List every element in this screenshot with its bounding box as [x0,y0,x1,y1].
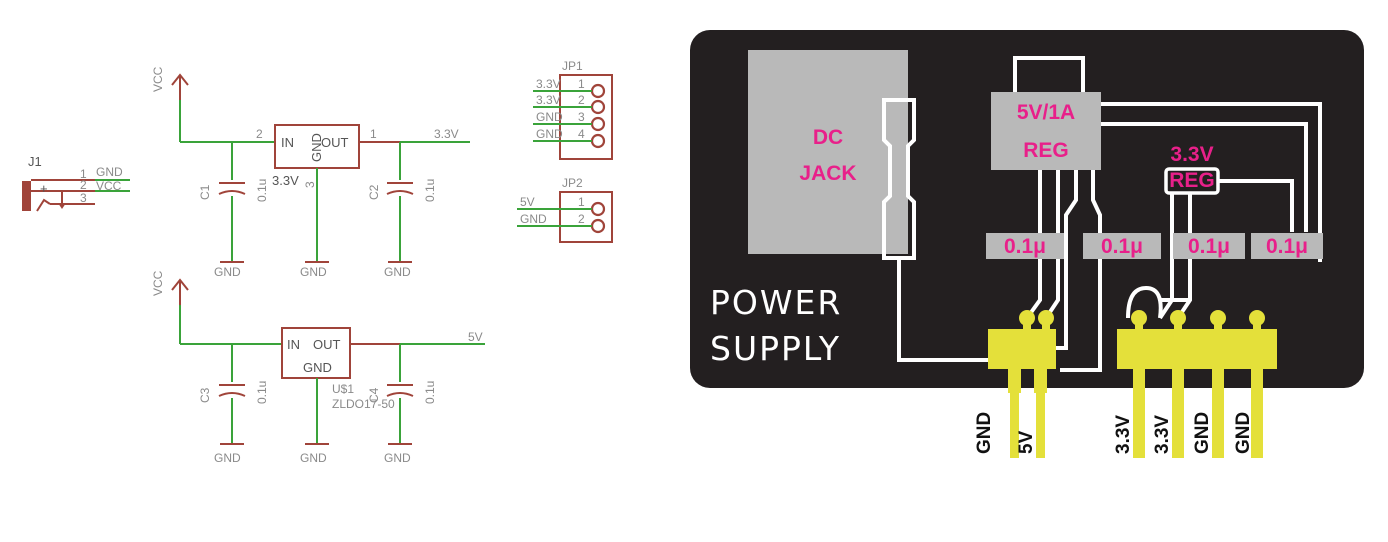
cap-4 [1251,233,1323,259]
c2-value: 0.1u [423,179,437,202]
reg5v-body [991,92,1101,170]
dc-jack [748,50,908,254]
jp1-pin-4: 4 [578,127,585,141]
j1-ref: J1 [28,154,42,169]
reg2-part: ZLDO17-50 [332,397,395,411]
jp1-pin-2: 2 [578,93,585,107]
reg1-pin-in: 2 [256,127,263,141]
cap-3 [1173,233,1245,259]
j1-net-vcc: VCC [96,179,122,193]
j1-body [22,181,31,211]
board-title-1: POWER [710,283,842,322]
jp1-pin-1: 1 [578,77,585,91]
jp2-pin-2: 2 [578,212,585,226]
jp2-body [559,191,613,243]
cap-4-label: 0.1μ [1266,235,1308,258]
gnd-symbol-1: GND [214,265,241,279]
pin-label-5v: 5V [1016,430,1037,454]
gnd-symbol-5: GND [300,451,327,465]
jp2-pin-1: 1 [578,195,585,209]
cap-1-label: 0.1μ [1004,235,1046,258]
jp1-net-2: 3.3V [536,93,561,107]
schematic: J1 + 1 2 3 GND VCC VCC 2 IN OUT GND 3.3V… [22,59,613,465]
jp1-net-4: GND [536,127,563,141]
reg1-pin-out: 1 [370,127,377,141]
c1-value: 0.1u [255,179,269,202]
reg5v-label-1: 5V/1A [1017,101,1075,124]
j1-pin2: 2 [80,178,87,192]
reg1-out: OUT [321,135,349,150]
cap-2 [1083,233,1161,259]
vcc-top-label: VCC [151,66,165,92]
pcb-board: DC JACK 5V/1A REG 3.3V REG 0.1μ 0.1μ 0.1… [690,30,1364,458]
c3-value: 0.1u [255,381,269,404]
jp1-ref: JP1 [562,59,583,73]
pin-label-gnd-2: GND [1192,412,1213,454]
j1-pin3: 3 [80,191,87,205]
c2-ref: C2 [367,184,381,200]
j1-net-gnd: GND [96,165,123,179]
dc-jack-label-2: JACK [799,162,856,185]
reg1-in: IN [281,135,294,150]
reg1-value: 3.3V [272,173,299,188]
pin-label-gnd-3: GND [1233,412,1254,454]
reg33-label-2: REG [1169,169,1215,192]
jp2-net-2: GND [520,212,547,226]
jp1-net-1: 3.3V [536,77,561,91]
c4-value: 0.1u [423,381,437,404]
cap-1 [986,233,1064,259]
jp2-net-1: 5V [520,195,535,209]
reg2-gnd: GND [303,360,332,375]
reg33-label-1: 3.3V [1170,143,1213,166]
reg2-out: OUT [313,337,341,352]
cap-3-label: 0.1μ [1188,235,1230,258]
header-2pin [988,310,1056,458]
gnd-symbol-2: GND [300,265,327,279]
net-3v3: 3.3V [434,127,459,141]
jp1-body [559,74,613,160]
dc-jack-label-1: DC [813,126,843,149]
gnd-symbol-6: GND [384,451,411,465]
pin-label-3v3-1: 3.3V [1113,415,1134,454]
reg2-in: IN [287,337,300,352]
jp1-net-3: GND [536,110,563,124]
c4-ref: C4 [367,387,381,403]
c3-ref: C3 [198,387,212,403]
cap-2-label: 0.1μ [1101,235,1143,258]
reg1-pin-gnd: 3 [303,181,317,188]
j1-plus: + [40,181,48,196]
vcc-bottom-label: VCC [151,270,165,296]
reg1-gnd: GND [309,133,324,162]
jp2-ref: JP2 [562,176,583,190]
net-5v: 5V [468,330,483,344]
pin-label-gnd-1: GND [974,412,995,454]
j1-pin1: 1 [80,167,87,181]
jp1-pin-3: 3 [578,110,585,124]
gnd-symbol-4: GND [214,451,241,465]
board-title-2: SUPPLY [710,329,841,368]
reg5v-label-2: REG [1023,139,1069,162]
gnd-symbol-3: GND [384,265,411,279]
pin-label-3v3-2: 3.3V [1152,415,1173,454]
header-4pin [1117,310,1277,458]
c1-ref: C1 [198,184,212,200]
reg2-ref: U$1 [332,382,354,396]
